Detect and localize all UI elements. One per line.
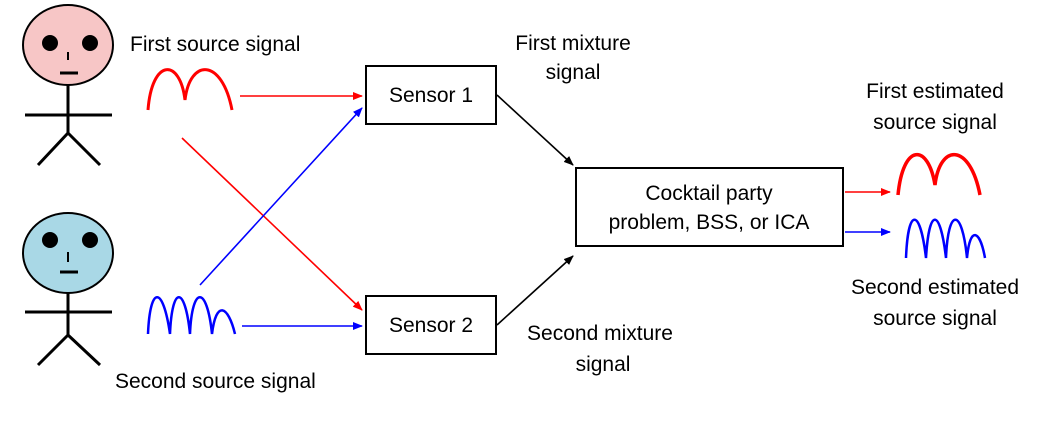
second-mixture-label-line2: signal	[576, 353, 631, 376]
second-estimated-waveform	[904, 218, 987, 259]
first-mixture-label-line1: First mixture	[515, 32, 631, 55]
second-speaker-icon	[22, 212, 114, 367]
second-estimated-label-line2: source signal	[873, 307, 997, 330]
first-speaker-icon	[22, 4, 114, 167]
sensor-2-box: Sensor 2	[365, 295, 497, 355]
first-mixture-label-line2: signal	[546, 61, 601, 84]
first-source-waveform	[146, 68, 234, 111]
arrow-sensor2-to-processor	[496, 255, 574, 326]
second-source-label: Second source signal	[115, 370, 316, 393]
arrow-sensor1-to-processor	[496, 94, 574, 166]
first-estimated-label-line2: source signal	[873, 111, 997, 134]
arrow-s1-to-sensor2	[181, 137, 363, 311]
sensor-1-label: Sensor 1	[389, 84, 473, 107]
second-mixture-label-line1: Second mixture	[527, 322, 673, 345]
processor-label-line1: Cocktail party	[645, 182, 773, 205]
processor-label-line2: problem, BSS, or ICA	[609, 211, 810, 234]
sensor-2-label: Sensor 2	[389, 314, 473, 337]
bss-processor-box: Cocktail party problem, BSS, or ICA	[575, 167, 844, 247]
second-estimated-label-line1: Second estimated	[851, 276, 1019, 299]
sensor-1-box: Sensor 1	[365, 65, 497, 125]
first-estimated-label-line1: First estimated	[866, 80, 1004, 103]
second-source-waveform	[146, 296, 237, 335]
first-source-label: First source signal	[130, 33, 300, 56]
arrow-s2-to-sensor1	[199, 107, 363, 286]
first-estimated-waveform	[896, 152, 982, 196]
